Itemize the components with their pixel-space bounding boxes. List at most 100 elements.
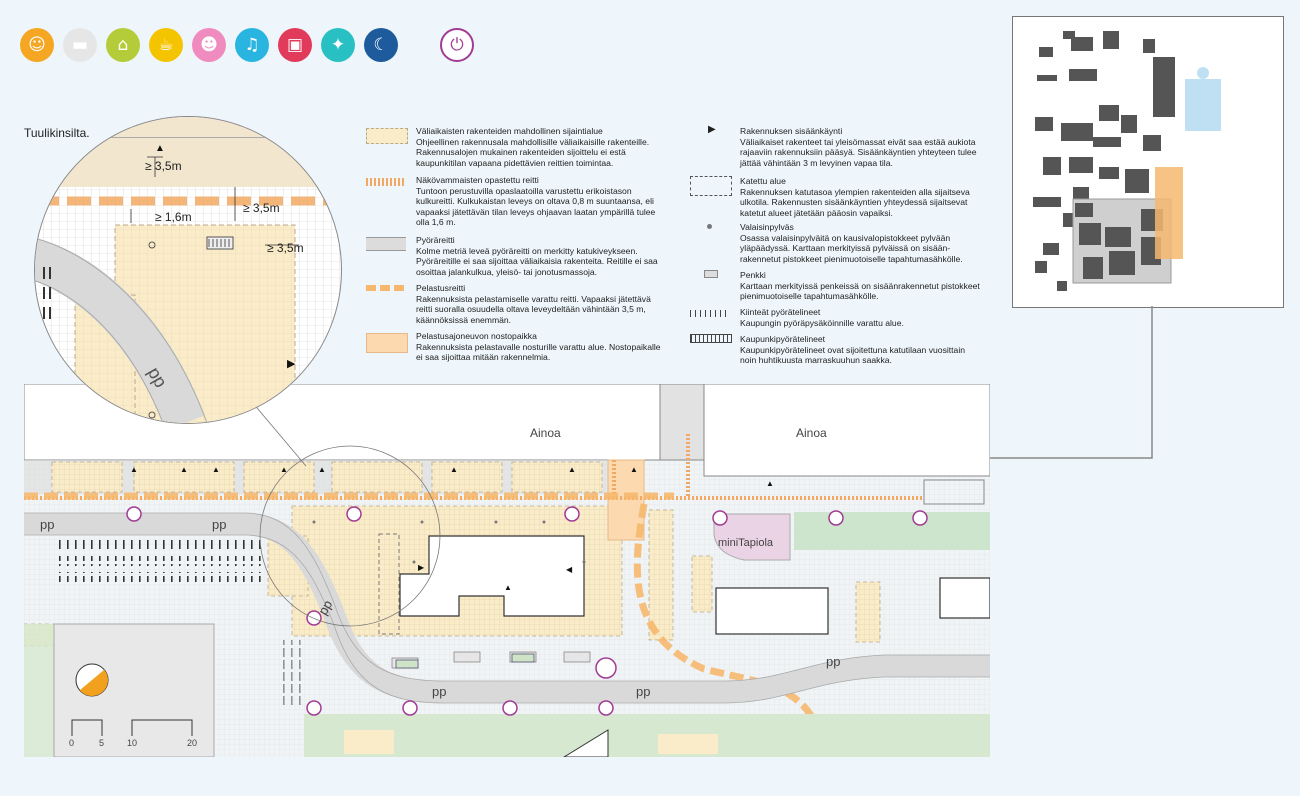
bench-row-icon: ▬ <box>63 28 97 62</box>
night-moon-icon: ☾ <box>364 28 398 62</box>
legend-line: Karttaan merkityissä penkeissä on sisään… <box>740 280 980 291</box>
zoom-dimension-label: ≥ 3,5m <box>267 241 304 255</box>
legend-line: ei saa sijoittaa mitään rakennelmia. <box>416 352 551 363</box>
temporary-zone-swatch <box>366 128 408 144</box>
legend-line: reitti suoralla osuudella oltava leveyde… <box>416 304 646 315</box>
zoom-dimension-label: ≥ 3,5m <box>145 159 182 173</box>
legend-line: noin huhtikuusta marraskuuhun saakka. <box>740 355 892 366</box>
legend-line: Rakennuksen katutasoa ylempien rakenteid… <box>740 186 970 197</box>
legend-line: rakennetut pistokkeet pienimuotoiselle t… <box>740 253 963 264</box>
svg-text:▲: ▲ <box>280 465 288 474</box>
legend-line: kaupunkitilan vapaana pidettävien reitti… <box>416 157 614 168</box>
legend-heading: Pelastusajoneuvon nostopaikka <box>416 331 537 341</box>
legend-line: kulkureitti. Kulkukaistan leveys on olta… <box>416 196 654 207</box>
key-map-drawing <box>1033 31 1221 291</box>
legend-heading: Penkki <box>740 270 766 280</box>
legend-line: osoittaa jalankulkua, yleisö- tai jonotu… <box>416 266 598 277</box>
legend-item: Väliaikaisten rakenteiden mahdollinen si… <box>416 126 649 168</box>
theatre-masks-icon: ☺ <box>20 28 54 62</box>
svg-text:▲: ▲ <box>504 583 512 592</box>
dancer-icon: ✦ <box>321 28 355 62</box>
legend-line: Tuntoon perustuvilla opaslaatoilla varus… <box>416 185 632 196</box>
music-note-icon: ♫ <box>235 28 269 62</box>
zoom-connector <box>251 401 307 467</box>
bike-route-label: pp <box>40 517 55 532</box>
svg-text:▶: ▶ <box>418 563 425 572</box>
bench-swatch <box>704 270 718 278</box>
legend-line: Kaupungin pyöräpysäköinnille varattu alu… <box>740 317 904 328</box>
bike-route-label: pp <box>212 517 227 532</box>
legend-line: katetut alueet jätetään pääosin vapaiksi… <box>740 207 893 218</box>
food-cart-icon: ☕ <box>149 28 183 62</box>
legend-heading: Kiinteät pyörätelineet <box>740 307 821 317</box>
legend-line: yläpäädyssä. Karttaan merkityissä pylväi… <box>740 243 951 254</box>
legend-heading: Rakennuksen sisäänkäynti <box>740 126 843 136</box>
svg-text:▶: ▶ <box>287 358 296 370</box>
svg-text:▲: ▲ <box>212 465 220 474</box>
svg-text:▲: ▲ <box>766 479 774 488</box>
building-label-ainoa-right: Ainoa <box>796 426 827 440</box>
bike-route-label: pp <box>636 684 651 699</box>
legend-heading: Näkövammaisten opastettu reitti <box>416 175 539 185</box>
guided-route-swatch <box>366 178 406 186</box>
legend-line: Ohjeellinen rakennusala mahdollisille vä… <box>416 136 650 147</box>
lamp-post-swatch <box>707 224 712 229</box>
page-title: Tuulikinsilta. <box>24 126 90 140</box>
legend-line: olla 1,6 m. <box>416 217 456 228</box>
legend-line: Osassa valaisinpylväitä on kausivalopist… <box>740 232 951 243</box>
legend-heading: Pyöräreitti <box>416 235 455 245</box>
bike-route-swatch <box>366 237 406 251</box>
tent-icon: ⌂ <box>106 28 140 62</box>
legend-line: pienimuotoiselle tapahtumasähkölle. <box>740 291 879 302</box>
site-plan-map: ▲▲▲ ▲▲▲ ▲▲▲ ▲◀▶ <box>24 384 990 757</box>
legend-heading: Valaisinpylväs <box>740 222 794 232</box>
legend-heading: Pelastusreitti <box>416 283 466 293</box>
film-screen-icon: ▣ <box>278 28 312 62</box>
legend-line: Rakennuksista pelastamiselle varattu rei… <box>416 293 651 304</box>
key-map-connector <box>990 306 1153 459</box>
scale-tick-20: 20 <box>187 738 198 748</box>
legend-line: vapaaksi jätettävän tilan leveys ohjaava… <box>416 206 656 217</box>
legend-line: Rakennuksista pelastavalle nosturille va… <box>416 341 661 352</box>
bike-rack-swatch <box>690 310 730 317</box>
scale-tick-5: 5 <box>99 738 105 748</box>
zoom-detail-circle: ▲ ▶ ≥ 3,5m ≥ 1,6m ≥ 3,5m ≥ 3,5m pp <box>34 116 342 424</box>
svg-text:▲: ▲ <box>568 465 576 474</box>
legend-line: jättää vähintään 3 m levyinen vapaa tila… <box>740 157 893 168</box>
svg-text:◀: ◀ <box>566 565 573 574</box>
legend-line: Pyöräreitille ei saa sijoittaa väliaikai… <box>416 256 658 267</box>
bike-route-label: pp <box>432 684 447 699</box>
family-icon: ☻ <box>192 28 226 62</box>
legend-heading: Väliaikaisten rakenteiden mahdollinen si… <box>416 126 603 136</box>
svg-text:▲: ▲ <box>450 465 458 474</box>
legend-line: Rakennusalojen mukainen rakenteiden sijo… <box>416 147 626 158</box>
legend-line: Väliaikaiset rakenteet tai yleisömassat … <box>740 136 976 147</box>
crane-spot-swatch <box>366 333 408 353</box>
legend-heading: Katettu alue <box>740 176 786 186</box>
minitapiola-label: miniTapiola <box>718 537 774 549</box>
svg-text:▲: ▲ <box>318 465 326 474</box>
scale-tick-0: 0 <box>69 738 75 748</box>
legend-line: ulkotila. Rakennusten sisäänkäyntien yht… <box>740 197 968 208</box>
bike-route-label: pp <box>826 654 841 669</box>
legend-heading: Kaupunkipyörätelineet <box>740 334 826 344</box>
zoom-dimension-label: ≥ 1,6m <box>155 210 192 224</box>
legend-line: Kaupunkipyörätelineet ovat sijoitettuna … <box>740 344 966 355</box>
svg-text:▲: ▲ <box>630 465 638 474</box>
building-label-ainoa-left: Ainoa <box>530 426 561 440</box>
svg-text:▲: ▲ <box>155 143 165 154</box>
power-outlet-icon: ⏻ <box>440 28 474 62</box>
rescue-route-swatch <box>366 285 406 291</box>
scale-tick-10: 10 <box>127 738 138 748</box>
svg-text:▲: ▲ <box>180 465 188 474</box>
entrance-swatch: ▶ <box>708 124 716 135</box>
